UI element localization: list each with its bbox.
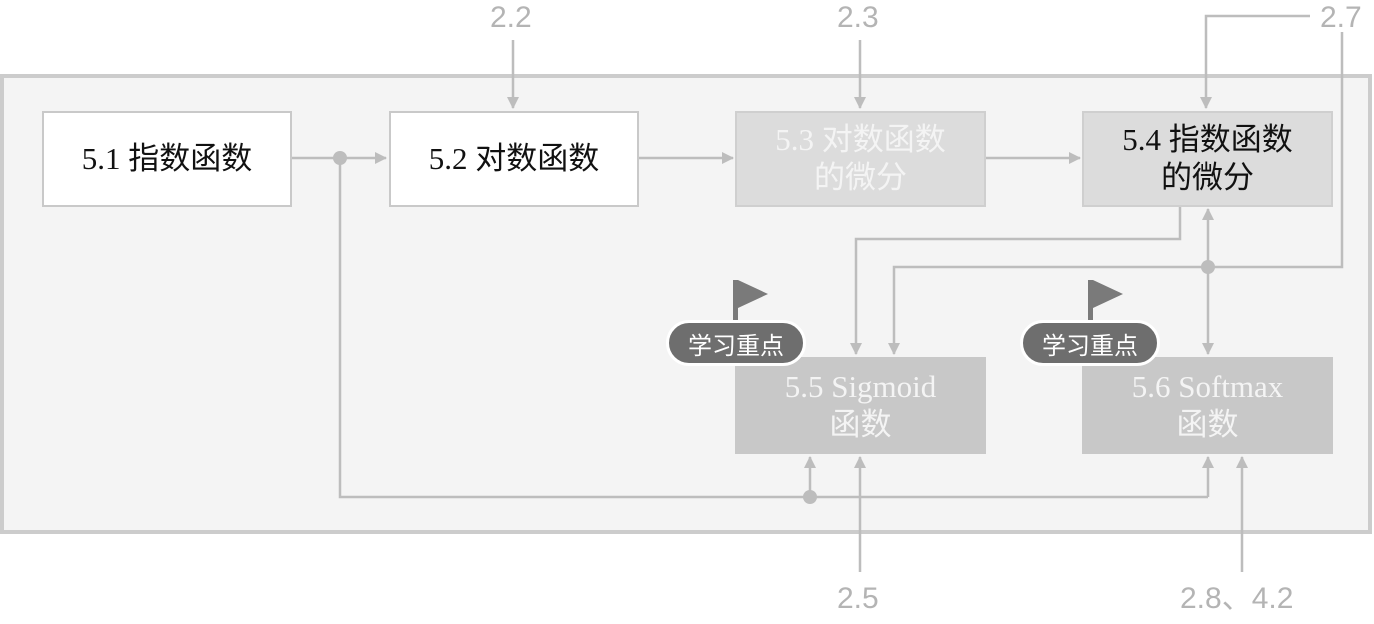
ref-label-2-5: 2.5: [837, 582, 879, 615]
arrow-2-7-to-5-4: [1200, 14, 1310, 109]
node-5-5-sigmoid-function: 5.5 Sigmoid 函数: [735, 357, 986, 454]
line-5-1-bottom-bus: [338, 158, 1208, 499]
ref-label-2-3: 2.3: [837, 1, 879, 34]
node-5-2-logarithmic-function: 5.2 对数函数: [389, 111, 639, 207]
node-label-line1: 5.3 对数函数: [775, 122, 946, 157]
connectors: [291, 14, 1344, 572]
junction-dot: [333, 151, 347, 165]
line-2-7-right-bus: [888, 32, 1344, 355]
ref-label-2-7: 2.7: [1320, 1, 1362, 34]
node-5-1-exponential-function: 5.1 指数函数: [42, 111, 292, 207]
node-label-line1: 5.6 Softmax: [1131, 368, 1284, 404]
junction-dots: [333, 151, 1215, 504]
junction-dot: [1201, 260, 1215, 274]
ref-label-2-2: 2.2: [490, 1, 532, 34]
node-5-4-exp-differentiation: 5.4 指数函数 的微分: [1082, 111, 1333, 207]
key-point-badge: 学习重点: [666, 320, 806, 366]
node-label-line1: 5.5 Sigmoid: [784, 368, 937, 404]
junction-dot: [803, 490, 817, 504]
flags: [733, 280, 1123, 326]
node-5-6-softmax-function: 5.6 Softmax 函数: [1082, 357, 1333, 454]
node-label-line2: 的微分: [1161, 160, 1254, 195]
arrow-5-4-to-5-5: [850, 206, 1182, 355]
node-label-line2: 函数: [1176, 406, 1239, 442]
node-5-3-log-differentiation: 5.3 对数函数 的微分: [735, 111, 986, 207]
key-point-badge: 学习重点: [1020, 320, 1160, 366]
node-label-line2: 的微分: [814, 160, 907, 195]
node-label: 5.2 对数函数: [428, 141, 600, 176]
ref-label-2-8-4-2: 2.8、4.2: [1180, 582, 1294, 615]
node-label-line1: 5.4 指数函数: [1122, 122, 1293, 157]
node-label: 5.1 指数函数: [81, 141, 253, 176]
node-label-line2: 函数: [829, 406, 892, 442]
flag-icon: [1088, 280, 1123, 326]
flag-icon: [733, 280, 768, 326]
